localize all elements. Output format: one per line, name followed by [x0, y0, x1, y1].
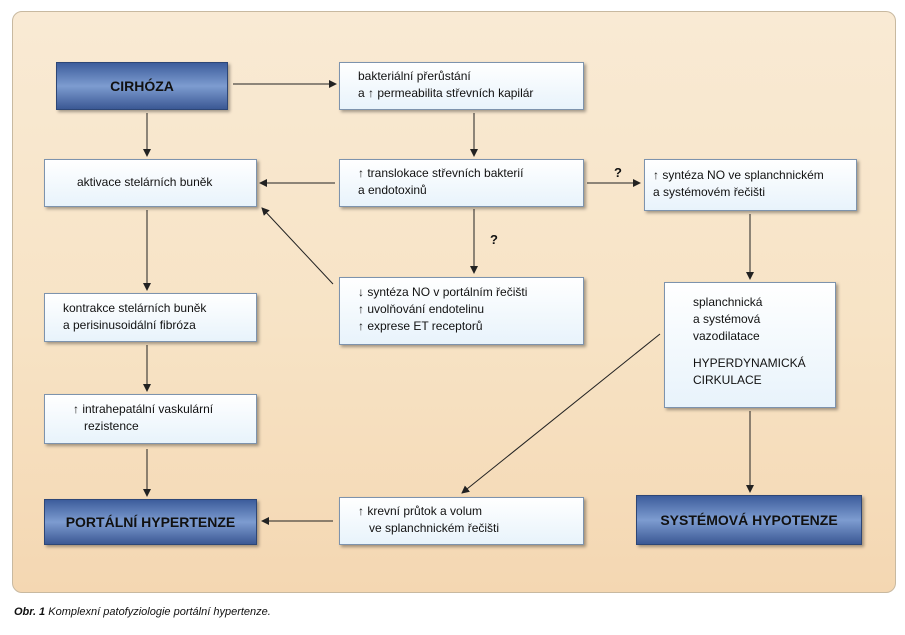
node-portalni-no-line-2: ↑ uvolňování endotelinu — [358, 302, 485, 316]
figure-caption: Obr. 1 Komplexní patofyziologie portální… — [14, 606, 271, 618]
node-vazodilatace-spacer — [693, 345, 835, 355]
node-prutok-line-2: ve splanchnickém řečišti — [369, 521, 500, 535]
node-vazodilatace: splanchnická a systémová vazodilatace HY… — [664, 282, 836, 408]
node-vazodilatace-line-3: vazodilatace — [693, 329, 760, 343]
node-intrahepatalni: ↑ intrahepatální vaskulární rezistence — [44, 394, 257, 444]
node-portalni-hypertenze-label: PORTÁLNÍ HYPERTENZE — [65, 513, 236, 530]
node-synteza-no-line-1: ↑ syntéza NO ve splanchnickém — [653, 168, 824, 182]
caption-text: Komplexní patofyziologie portální hypert… — [48, 606, 271, 618]
node-portalni-no-line-3: ↑ exprese ET receptorů — [358, 319, 483, 333]
node-intrahepatalni-line-2: rezistence — [84, 419, 139, 433]
node-translokace-line-2: a endotoxinů — [358, 183, 427, 197]
question-mark-right: ? — [614, 165, 622, 180]
node-systemova-hypotenze: SYSTÉMOVÁ HYPOTENZE — [636, 495, 862, 545]
node-portalni-no-line-1: ↓ syntéza NO v portálním řečišti — [358, 285, 528, 299]
node-kontrakce: kontrakce stelárních buněk a perisinusoi… — [44, 293, 257, 342]
node-cirhoza-label: CIRHÓZA — [110, 77, 174, 94]
node-cirhoza: CIRHÓZA — [56, 62, 228, 110]
node-portalni-hypertenze: PORTÁLNÍ HYPERTENZE — [44, 499, 257, 545]
node-kontrakce-line-1: kontrakce stelárních buněk — [63, 301, 207, 315]
node-portalni-no: ↓ syntéza NO v portálním řečišti ↑ uvolň… — [339, 277, 584, 345]
node-kontrakce-line-2: a perisinusoidální fibróza — [63, 318, 196, 332]
arrow-vazodilatace-to-prutok — [461, 333, 661, 494]
arrow-portalniNO-to-aktivace — [261, 207, 334, 285]
node-aktivace: aktivace stelárních buněk — [44, 159, 257, 207]
node-prutok: ↑ krevní průtok a volum ve splanchnickém… — [339, 497, 584, 545]
node-bakterialni-line-1: bakteriální přerůstání — [358, 69, 471, 83]
node-synteza-no: ↑ syntéza NO ve splanchnickém a systémov… — [644, 159, 857, 211]
node-synteza-no-line-2: a systémovém řečišti — [653, 185, 766, 199]
node-systemova-hypotenze-label: SYSTÉMOVÁ HYPOTENZE — [660, 511, 838, 528]
node-translokace-line-1: ↑ translokace střevních bakterií — [358, 166, 524, 180]
node-vazodilatace-line-1: splanchnická — [693, 295, 763, 309]
node-prutok-line-1: ↑ krevní průtok a volum — [358, 504, 483, 518]
node-bakterialni-line-2: a ↑ permeabilita střevních kapilár — [358, 86, 534, 100]
node-vazodilatace-line-2: a systémová — [693, 312, 761, 326]
node-bakterialni: bakteriální přerůstání a ↑ permeabilita … — [339, 62, 584, 110]
caption-label: Obr. 1 — [14, 606, 46, 618]
question-mark-down: ? — [490, 232, 498, 247]
node-intrahepatalni-line-1: ↑ intrahepatální vaskulární — [73, 402, 214, 416]
node-vazodilatace-line-5: CIRKULACE — [693, 373, 762, 387]
node-vazodilatace-line-4: HYPERDYNAMICKÁ — [693, 356, 806, 370]
node-aktivace-label: aktivace stelárních buněk — [77, 175, 213, 189]
node-translokace: ↑ translokace střevních bakterií a endot… — [339, 159, 584, 207]
